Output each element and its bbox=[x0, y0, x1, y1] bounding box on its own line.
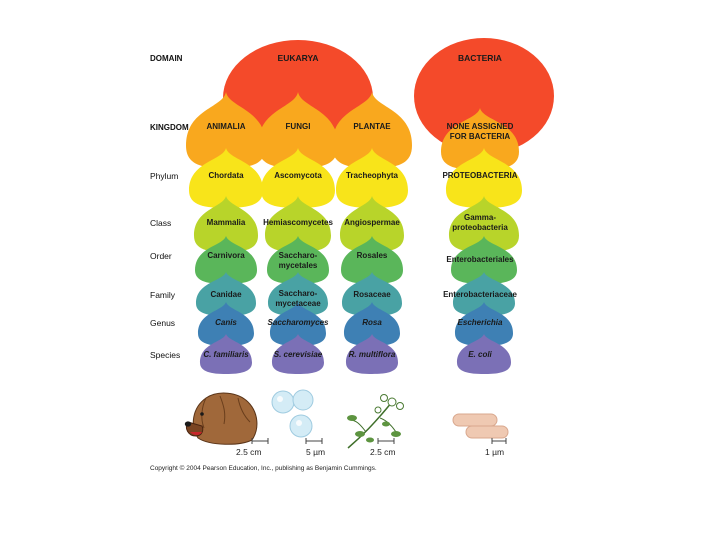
copyright-notice: Copyright © 2004 Pearson Education, Inc.… bbox=[150, 465, 377, 472]
scale-label-rose: 2.5 cm bbox=[370, 447, 396, 457]
scale-label-bacteria: 1 µm bbox=[485, 447, 504, 457]
scale-label-dog: 2.5 cm bbox=[236, 447, 262, 457]
scale-label-yeast: 5 µm bbox=[306, 447, 325, 457]
